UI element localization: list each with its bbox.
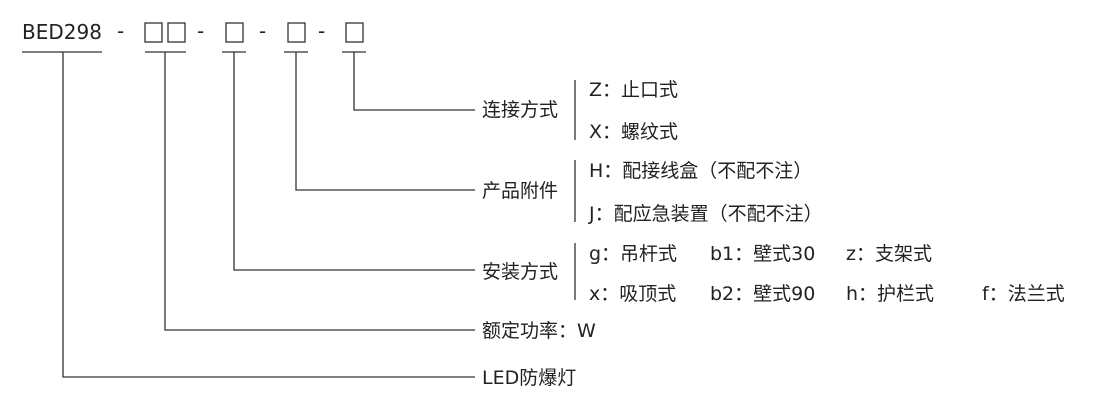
placeholder-box-5 [345, 22, 364, 43]
accessory-option-j: J：配应急装置（不配不注） [589, 203, 823, 225]
leader-power [164, 52, 475, 331]
dash-2: - [197, 19, 205, 43]
connection-option-x: X：螺纹式 [589, 121, 679, 143]
dash-1: - [117, 19, 125, 43]
install-option-h: h：护栏式 [846, 283, 935, 305]
install-option-x: x：吸顶式 [589, 283, 677, 305]
connection-option-z: Z：止口式 [589, 79, 679, 101]
leader-connection [353, 52, 475, 111]
install-option-g: g：吊杆式 [589, 243, 678, 265]
placeholder-box-4 [287, 22, 306, 43]
accessory-option-h: H：配接线盒（不配不注） [589, 160, 813, 182]
connection-label: 连接方式 [482, 99, 559, 121]
leader-product [62, 52, 475, 378]
power-label: 额定功率：W [482, 320, 596, 342]
placeholder-box-2 [167, 22, 186, 43]
leader-accessory [295, 52, 475, 191]
accessory-label: 产品附件 [482, 180, 559, 202]
product-label: LED防爆灯 [482, 367, 577, 389]
install-label: 安装方式 [482, 261, 559, 283]
install-option-b2: b2：壁式90 [710, 283, 816, 305]
dash-4: - [318, 19, 326, 43]
install-option-b1: b1：壁式30 [710, 243, 816, 265]
leader-install [233, 52, 475, 271]
model-code: BED298 [22, 20, 102, 44]
placeholder-box-1 [144, 22, 163, 43]
placeholder-box-3 [225, 22, 244, 43]
dash-3: - [259, 19, 267, 43]
install-option-f: f：法兰式 [982, 283, 1065, 305]
install-option-z: z：支架式 [846, 243, 932, 265]
